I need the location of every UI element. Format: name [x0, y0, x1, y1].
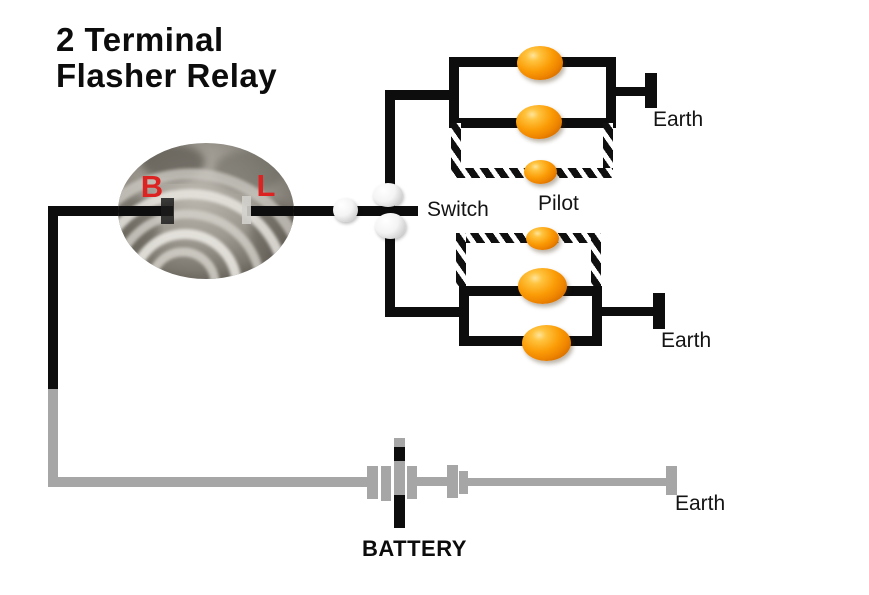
battery-plate-2 [381, 466, 391, 501]
middle-earth-terminal [653, 293, 665, 329]
wire-top-lamp-feed [385, 90, 453, 100]
bottom-earth-terminal [666, 466, 677, 495]
battery-label: BATTERY [362, 536, 467, 561]
indicator-bulb-bottom-1 [518, 268, 567, 304]
relay-terminal-b-label: B [141, 169, 163, 204]
battery-plate-1 [367, 466, 378, 499]
wire-top-earth [612, 87, 650, 96]
relay-terminal-l-label: L [257, 168, 276, 203]
wire-bottom-lamp-feed [385, 307, 468, 317]
relay-ring [128, 229, 242, 279]
relay-ring [118, 189, 291, 279]
title-line-1: 2 Terminal [56, 21, 224, 58]
wire-battery-earth [465, 478, 673, 486]
switch-label: Switch [427, 198, 489, 221]
pilot-bulb-bottom [526, 227, 559, 250]
wire-battery-to-connector [415, 477, 450, 486]
switch-contact-left [333, 198, 358, 222]
top-pilot-box-left-edge [451, 123, 461, 178]
relay-wire-stub-left [118, 206, 173, 216]
wire-left-vertical-black [48, 206, 58, 389]
top-earth-terminal [645, 73, 657, 108]
relay-ring [118, 209, 266, 279]
relay-ring [118, 168, 294, 279]
top-pilot-box-right-edge [603, 123, 613, 178]
battery-plate-3 [407, 466, 417, 499]
switch-contact-top [373, 183, 403, 207]
battery-connector-bar-2 [459, 471, 468, 494]
pilot-bulb-top [524, 160, 557, 184]
wire-left-vertical-gray [48, 389, 58, 486]
relay-terminal-post-b [161, 198, 174, 224]
indicator-bulb-top-1 [517, 46, 563, 80]
wire-battery-horizontal [48, 477, 370, 487]
switch-contact-bottom [375, 213, 406, 239]
title-line-2: Flasher Relay [56, 57, 278, 94]
diagram-title: 2 Terminal Flasher Relay [56, 22, 277, 94]
battery-connector-bar-1 [447, 465, 458, 498]
earth-label-top: Earth [653, 108, 704, 131]
wire-middle-earth [598, 307, 658, 316]
bottom-pilot-box-left-edge [456, 233, 466, 291]
battery-center-plate-tip [394, 438, 405, 447]
relay-ring [146, 247, 220, 279]
pilot-label: Pilot [538, 192, 579, 215]
indicator-bulb-top-2 [516, 105, 562, 139]
indicator-bulb-bottom-2 [522, 325, 571, 361]
flasher-relay-image: B L [118, 143, 294, 279]
bottom-pilot-box-right-edge [591, 233, 601, 291]
battery-center-plate-mid [394, 461, 405, 495]
relay-terminal-post-l [242, 196, 251, 224]
earth-label-bottom: Earth [675, 492, 726, 515]
relay-wire-stub-right [247, 206, 294, 216]
earth-label-middle: Earth [661, 329, 712, 352]
